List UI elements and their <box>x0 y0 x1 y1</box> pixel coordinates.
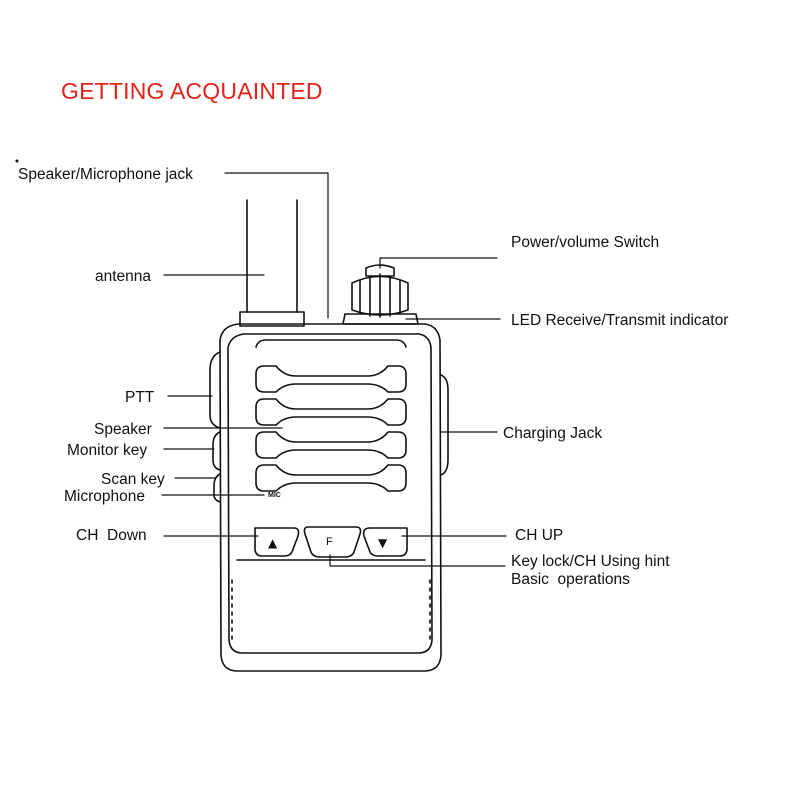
mic-marking: MIC <box>268 492 281 499</box>
charging-jack-drawing <box>440 374 449 476</box>
antenna-drawing <box>239 199 305 327</box>
page-title: GETTING ACQUAINTED <box>61 78 323 104</box>
side-keys-drawing <box>209 351 221 503</box>
label-power-volume-switch: Power/volume Switch <box>511 234 659 251</box>
label-monitor-key: Monitor key <box>67 442 147 459</box>
leader-lines <box>161 172 507 567</box>
front-keys-drawing <box>254 526 408 558</box>
label-microphone: Microphone <box>64 488 145 505</box>
label-ch-up: CH UP <box>515 527 563 544</box>
speaker-grille-drawing <box>255 365 407 492</box>
label-basic-operations: Basic operations <box>511 571 630 588</box>
label-antenna: antenna <box>95 268 151 285</box>
label-speaker-mic-jack: Speaker/Microphone jack <box>18 166 193 183</box>
radio-body-drawing <box>219 323 442 672</box>
label-charging-jack: Charging Jack <box>503 425 602 442</box>
label-ch-down: CH Down <box>76 527 147 544</box>
reference-dot <box>15 159 19 163</box>
function-key-glyph: F <box>326 536 333 548</box>
ch-up-key-glyph: ▼ <box>378 536 388 550</box>
label-speaker: Speaker <box>94 421 152 438</box>
label-scan-key: Scan key <box>101 471 165 488</box>
ch-down-key-glyph: ▲ <box>268 536 278 550</box>
label-led-indicator: LED Receive/Transmit indicator <box>511 312 728 329</box>
power-volume-knob-drawing <box>342 264 419 325</box>
label-ptt: PTT <box>125 389 155 406</box>
label-key-lock-hint: Key lock/CH Using hint <box>511 553 670 570</box>
